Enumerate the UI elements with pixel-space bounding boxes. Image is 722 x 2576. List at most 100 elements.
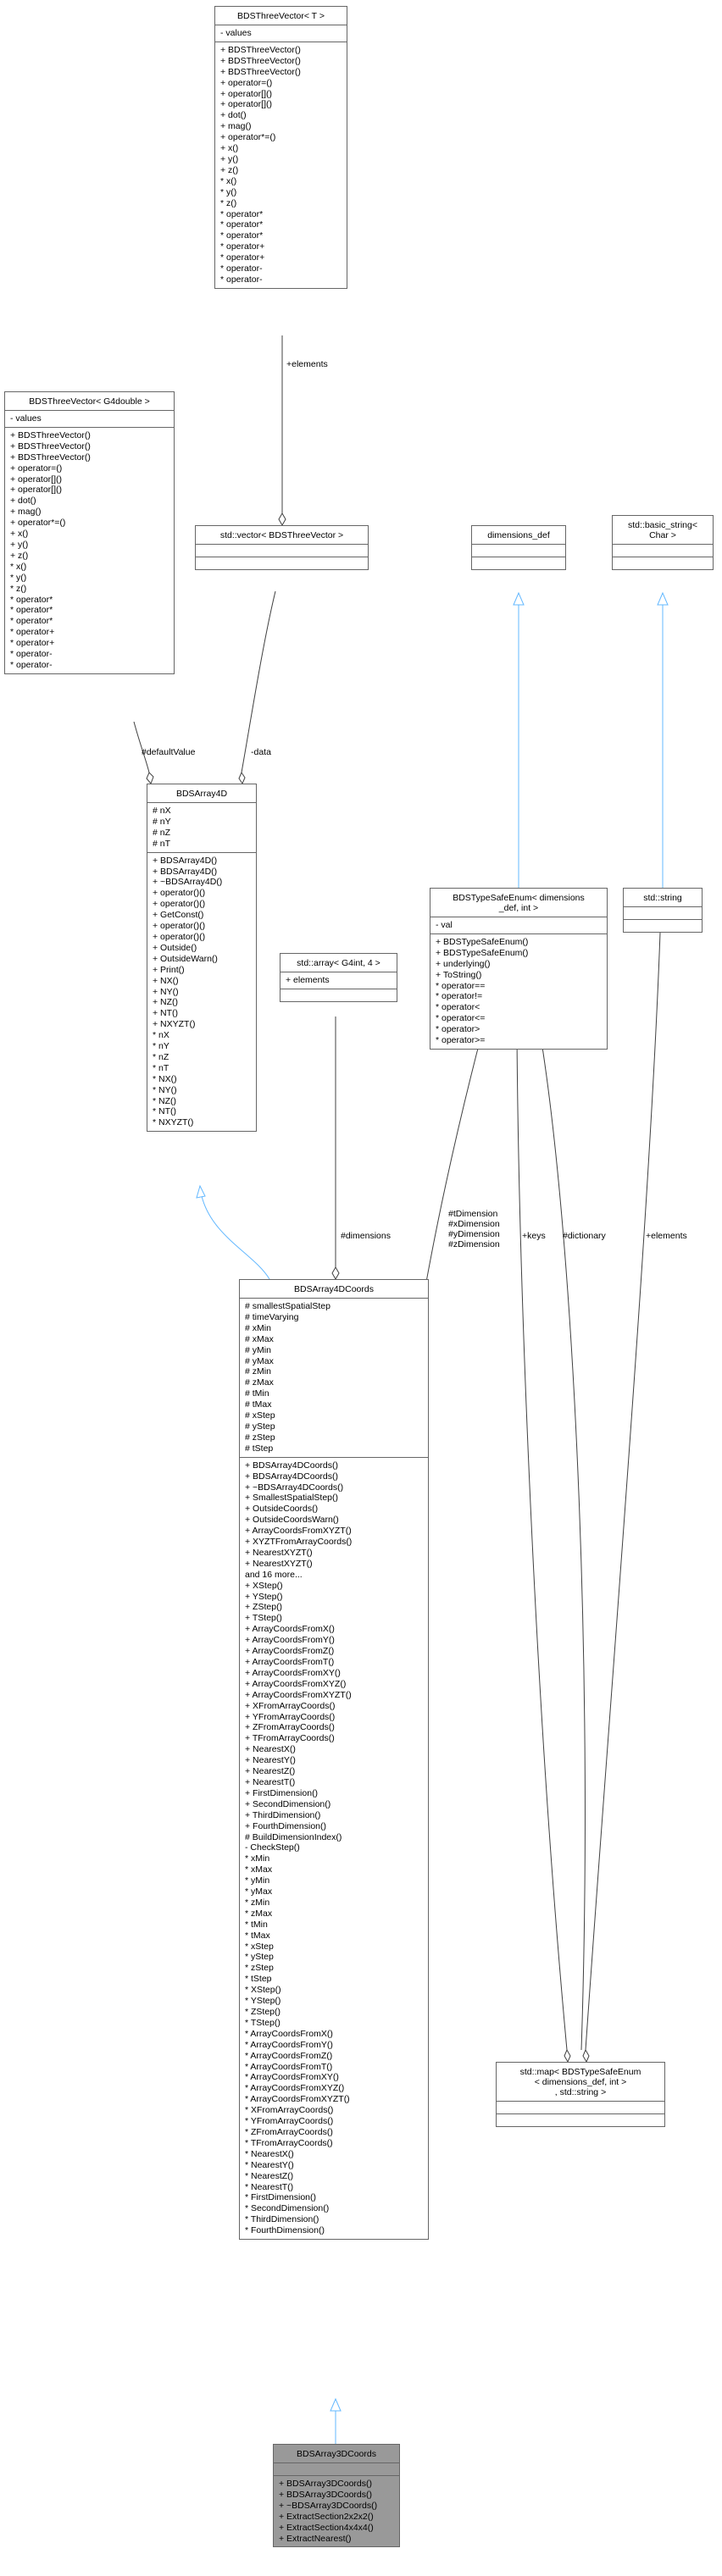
class-std-map[interactable]: std::map< BDSTypeSafeEnum< dimensions_de… bbox=[496, 2062, 665, 2127]
operations-section: + BDSTypeSafeEnum()+ BDSTypeSafeEnum()+ … bbox=[430, 934, 607, 1049]
edge-data bbox=[241, 590, 276, 773]
operations-section bbox=[196, 557, 368, 569]
class-title: std::vector< BDSThreeVector > bbox=[196, 526, 368, 545]
class-bdsarray4dcoords[interactable]: BDSArray4DCoords # smallestSpatialStep# … bbox=[239, 1279, 429, 2241]
class-std-basic-string[interactable]: std::basic_string<Char > bbox=[612, 515, 714, 570]
member-row: - val bbox=[436, 920, 453, 930]
operations-section bbox=[624, 920, 702, 932]
member-row: + XStep() bbox=[245, 1580, 283, 1591]
member-row: + ~BDSArray4DCoords() bbox=[245, 1482, 344, 1493]
member-row: + SecondDimension() bbox=[245, 1798, 331, 1809]
member-row: + dot() bbox=[10, 496, 36, 507]
class-bdsarray4d[interactable]: BDSArray4D # nX# nY# nZ# nT + BDSArray4D… bbox=[147, 784, 257, 1133]
member-row: + NearestZ() bbox=[245, 1766, 296, 1777]
member-row: * operator<= bbox=[436, 1013, 486, 1024]
class-bdsthreevector-t[interactable]: BDSThreeVector< T > - values + BDSThreeV… bbox=[214, 6, 347, 289]
member-row: # xMax bbox=[245, 1333, 274, 1344]
member-row: * FirstDimension() bbox=[245, 2192, 317, 2203]
member-row: + ThirdDimension() bbox=[245, 1809, 321, 1820]
member-row: + operator()() bbox=[153, 899, 206, 910]
diamond-data bbox=[238, 771, 246, 785]
operations-section: + BDSThreeVector()+ BDSThreeVector()+ BD… bbox=[5, 428, 174, 673]
member-row: * operator+ bbox=[10, 638, 55, 649]
member-row: + ExtractNearest() bbox=[279, 2533, 352, 2544]
member-row: + operator[]() bbox=[220, 99, 272, 110]
class-bdsarray3dcoords[interactable]: BDSArray3DCoords + BDSArray3DCoords()+ B… bbox=[273, 2444, 400, 2548]
member-row: * ArrayCoordsFromZ() bbox=[245, 2050, 333, 2061]
member-row: * xStep bbox=[245, 1941, 274, 1952]
operations-section: + BDSArray3DCoords()+ BDSArray3DCoords()… bbox=[274, 2476, 399, 2546]
attributes-section: # nX# nY# nZ# nT bbox=[147, 803, 256, 853]
member-row: # yStep bbox=[245, 1421, 275, 1432]
class-std-string[interactable]: std::string bbox=[623, 888, 703, 933]
class-bdstypesafeenum[interactable]: BDSTypeSafeEnum< dimensions_def, int > -… bbox=[430, 888, 608, 1050]
member-row: * operator- bbox=[10, 649, 53, 660]
member-row: + operator*=() bbox=[220, 132, 276, 143]
member-row: # zStep bbox=[245, 1432, 275, 1443]
member-row: + operator*=() bbox=[10, 518, 66, 529]
member-row: # yMin bbox=[245, 1344, 271, 1355]
member-row: * zMin bbox=[245, 1897, 270, 1908]
member-row: * NZ() bbox=[153, 1095, 176, 1106]
text-line: std::map< BDSTypeSafeEnum bbox=[519, 2067, 641, 2077]
member-row: + BDSThreeVector() bbox=[220, 44, 301, 55]
attributes-section bbox=[613, 545, 713, 557]
member-row: * x() bbox=[10, 561, 27, 572]
diamond-defaultvalue bbox=[146, 772, 154, 784]
arrow-coords4d bbox=[330, 2397, 342, 2412]
member-row: + TStep() bbox=[245, 1613, 282, 1624]
member-row: + NearestT() bbox=[245, 1776, 296, 1787]
member-row: + ArrayCoordsFromZ() bbox=[245, 1646, 335, 1657]
class-bdsthreevector-g4double[interactable]: BDSThreeVector< G4double > - values + BD… bbox=[4, 391, 175, 674]
member-row: + y() bbox=[220, 153, 239, 164]
member-row: + NearestXYZT() bbox=[245, 1558, 313, 1569]
member-row: * ThirdDimension() bbox=[245, 2214, 319, 2225]
member-row: + FourthDimension() bbox=[245, 1820, 326, 1831]
member-row: * NT() bbox=[153, 1106, 176, 1117]
member-row: + ~BDSArray4D() bbox=[153, 877, 223, 888]
member-row: + BDSThreeVector() bbox=[220, 55, 301, 66]
member-row: - values bbox=[10, 413, 42, 424]
operations-section bbox=[613, 557, 713, 569]
text-line: , std::string > bbox=[554, 2087, 607, 2097]
class-title: std::array< G4int, 4 > bbox=[280, 954, 397, 972]
class-title: std::string bbox=[624, 889, 702, 907]
member-row: # xStep bbox=[245, 1410, 275, 1421]
member-row: * tMin bbox=[245, 1919, 268, 1930]
attributes-section: + elements bbox=[280, 972, 397, 989]
member-row: + BDSThreeVector() bbox=[220, 66, 301, 77]
member-row: # tStep bbox=[245, 1443, 274, 1454]
member-row: * NXYZT() bbox=[153, 1117, 194, 1128]
member-row: * ArrayCoordsFromT() bbox=[245, 2061, 333, 2072]
member-row: + Outside() bbox=[153, 942, 197, 953]
member-row: * ArrayCoordsFromXYZT() bbox=[245, 2094, 350, 2105]
attributes-section bbox=[196, 545, 368, 557]
member-row: * ArrayCoordsFromXY() bbox=[245, 2072, 339, 2083]
member-row: + z() bbox=[220, 164, 239, 175]
member-row: + y() bbox=[10, 539, 29, 550]
class-dimensions-def[interactable]: dimensions_def bbox=[471, 525, 566, 570]
text-line: _def, int > bbox=[498, 903, 539, 913]
member-row: * y() bbox=[10, 572, 27, 583]
member-row: + BDSArray4D() bbox=[153, 866, 218, 877]
member-row: # tMin bbox=[245, 1388, 269, 1399]
member-row: * NY() bbox=[153, 1084, 177, 1095]
text-line: BDSTypeSafeEnum< dimensions bbox=[453, 893, 585, 903]
member-row: * ArrayCoordsFromX() bbox=[245, 2028, 333, 2039]
member-row: * operator* bbox=[220, 230, 264, 241]
text-line: #zDimension bbox=[448, 1239, 500, 1249]
member-row: + OutsideCoordsWarn() bbox=[245, 1515, 339, 1526]
member-row: + ExtractSection4x4x4() bbox=[279, 2522, 374, 2533]
member-row: * NearestX() bbox=[245, 2148, 294, 2159]
member-row: # nY bbox=[153, 816, 171, 827]
member-row: + ArrayCoordsFromXY() bbox=[245, 1667, 341, 1678]
member-row: * FourthDimension() bbox=[245, 2225, 325, 2236]
class-std-array[interactable]: std::array< G4int, 4 > + elements bbox=[280, 953, 397, 1002]
class-std-vector[interactable]: std::vector< BDSThreeVector > bbox=[195, 525, 369, 570]
member-row: + z() bbox=[10, 550, 29, 561]
member-row: * operator+ bbox=[220, 241, 265, 252]
member-row: * operator+ bbox=[10, 627, 55, 638]
class-title: dimensions_def bbox=[472, 526, 565, 545]
member-row: + operator[]() bbox=[10, 485, 62, 496]
